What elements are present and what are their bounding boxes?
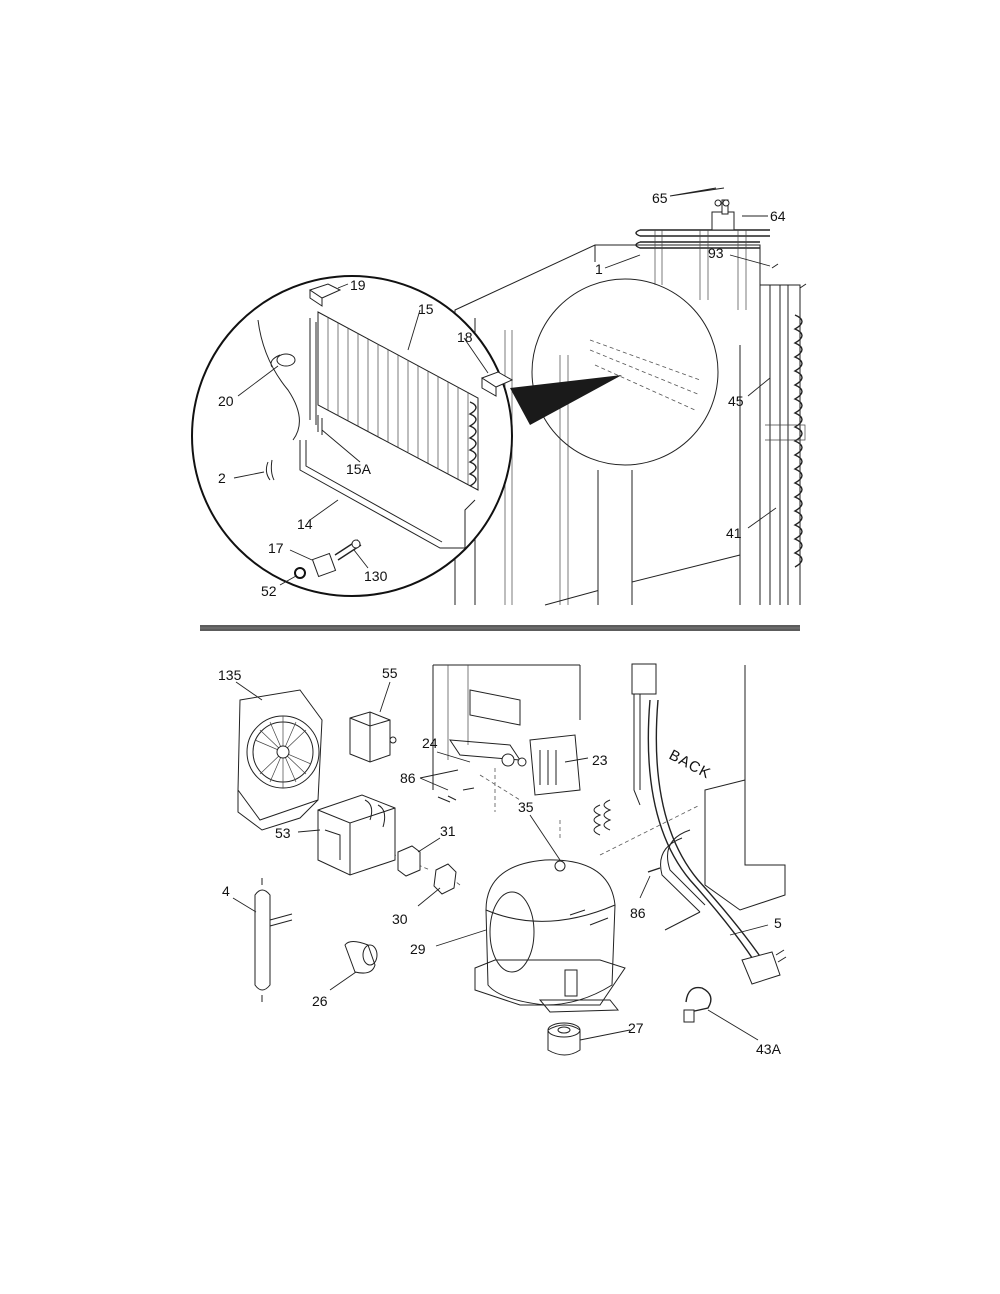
callout-43a: 43A (756, 1041, 782, 1057)
callout-55: 55 (382, 665, 398, 681)
screw-93 (771, 263, 807, 289)
callout-41: 41 (726, 525, 742, 541)
callout-4: 4 (222, 883, 230, 899)
callout-15: 15 (418, 301, 434, 317)
power-plug (741, 951, 781, 985)
callout-31: 31 (440, 823, 456, 839)
callout-20: 20 (218, 393, 234, 409)
callout-30: 30 (392, 911, 408, 927)
bottom-section-machine-compartment (359, 663, 787, 985)
callout-53: 53 (275, 825, 291, 841)
callout-86-upper: 86 (400, 770, 416, 786)
callout-93: 93 (708, 245, 724, 261)
relay-23 (501, 734, 581, 796)
callout-135: 135 (218, 667, 242, 683)
plate-17 (311, 552, 337, 578)
capacitor-55 (349, 711, 397, 763)
callout-45: 45 (728, 393, 744, 409)
grommet-27 (547, 1022, 581, 1056)
ring-52 (294, 567, 306, 579)
filter-drier (254, 878, 293, 1002)
callout-18: 18 (457, 329, 473, 345)
bracket-19 (308, 283, 342, 307)
condenser-fan (237, 689, 323, 831)
callout-5: 5 (774, 915, 782, 931)
back-label: BACK (666, 747, 714, 783)
callout-86-lower: 86 (630, 905, 646, 921)
magnifier-cone (510, 375, 622, 425)
section-divider (200, 625, 800, 631)
top-section-cabinet (454, 199, 807, 606)
callout-19: 19 (350, 277, 366, 293)
harness-connector (631, 663, 657, 695)
clip-2 (265, 459, 275, 481)
callout-35: 35 (518, 799, 534, 815)
leader-lines-bottom (232, 681, 769, 1041)
leader-lines-top (233, 187, 777, 586)
block-18 (480, 371, 514, 397)
callout-23: 23 (592, 752, 608, 768)
callout-24: 24 (422, 735, 438, 751)
callout-14: 14 (297, 516, 313, 532)
callout-130: 130 (364, 568, 388, 584)
relay-31 (397, 845, 421, 877)
thermostat-wire (257, 319, 300, 441)
callout-1: 1 (595, 261, 603, 277)
callout-52: 52 (261, 583, 277, 599)
overload-30 (433, 863, 457, 895)
relay-cover-53 (317, 794, 396, 876)
condenser-coil-right (760, 284, 806, 605)
condenser-coil-top (635, 229, 770, 310)
callout-26: 26 (312, 993, 328, 1009)
defrost-heater (299, 440, 476, 549)
callout-2: 2 (218, 470, 226, 486)
evaporator (309, 311, 479, 491)
callout-65: 65 (652, 190, 668, 206)
callout-17: 17 (268, 540, 284, 556)
evaporator-detail-circle (191, 275, 514, 597)
callout-27: 27 (628, 1020, 644, 1036)
callout-labels: 65 64 93 1 19 15 18 20 45 15A 2 41 14 17… (218, 190, 786, 1057)
callout-29: 29 (410, 941, 426, 957)
compressor (474, 859, 626, 1013)
screw-86-upper (437, 787, 475, 803)
grommet-26 (344, 941, 378, 974)
screw-86-lower (647, 867, 661, 873)
hinge-assembly (711, 199, 735, 231)
clamp-43a (683, 986, 712, 1023)
callout-15a: 15A (346, 461, 372, 477)
callout-64: 64 (770, 208, 786, 224)
